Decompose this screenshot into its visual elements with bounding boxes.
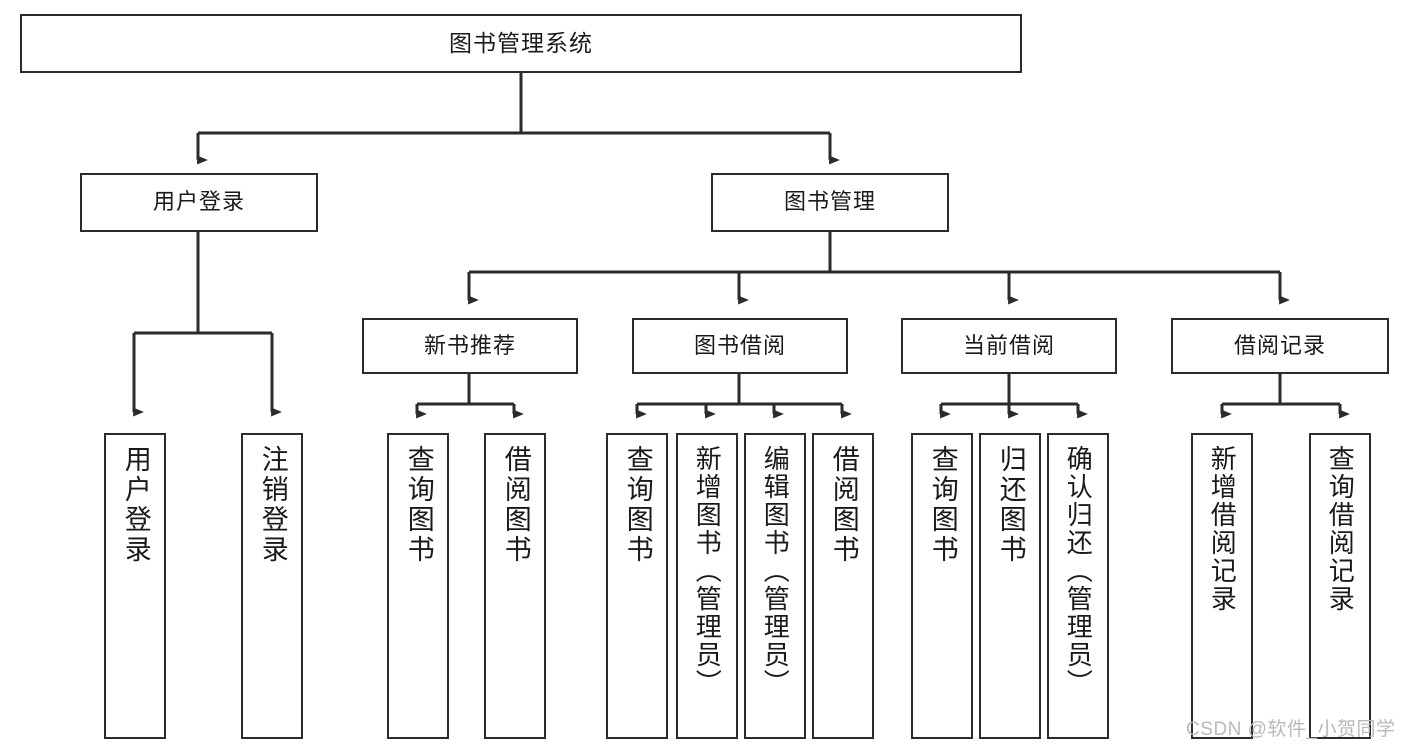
node-label: 查询图书 [622, 445, 653, 565]
node-leaf-add-book-admin[interactable]: 新增图书（管理员） [676, 433, 738, 739]
node-book-borrow[interactable]: 图书借阅 [632, 318, 848, 374]
node-label: 新增借阅记录 [1207, 445, 1238, 613]
node-label: 图书借阅 [693, 332, 786, 358]
node-label: 当前借阅 [962, 332, 1055, 358]
node-label: 编辑图书（管理员） [760, 445, 791, 697]
node-user-login[interactable]: 用户登录 [80, 173, 318, 232]
node-leaf-logout-login[interactable]: 注销登录 [241, 433, 303, 739]
node-leaf-return-book[interactable]: 归还图书 [979, 433, 1041, 739]
node-root-book-management-system[interactable]: 图书管理系统 [20, 14, 1022, 73]
node-label: 借阅图书 [500, 445, 531, 565]
node-label: 确认归还（管理员） [1063, 445, 1094, 697]
node-label: 用户登录 [152, 189, 245, 215]
node-label: 新书推荐 [423, 332, 516, 358]
node-label: 借阅图书 [828, 445, 859, 565]
node-borrow-record[interactable]: 借阅记录 [1171, 318, 1389, 374]
node-book-management[interactable]: 图书管理 [711, 173, 949, 232]
node-leaf-query-book-recommend[interactable]: 查询图书 [387, 433, 449, 739]
node-label: 归还图书 [995, 445, 1026, 565]
node-label: 借阅记录 [1233, 332, 1326, 358]
node-label: 查询借阅记录 [1325, 445, 1356, 613]
watermark: CSDN @软件_小贺同学 [1186, 719, 1396, 740]
node-leaf-borrow-book-recommend[interactable]: 借阅图书 [484, 433, 546, 739]
node-label: 注销登录 [257, 445, 288, 565]
node-leaf-user-login[interactable]: 用户登录 [104, 433, 166, 739]
node-label: 查询图书 [927, 445, 958, 565]
node-leaf-query-book-current[interactable]: 查询图书 [911, 433, 973, 739]
node-new-book-recommend[interactable]: 新书推荐 [362, 318, 578, 374]
node-leaf-confirm-return-admin[interactable]: 确认归还（管理员） [1047, 433, 1109, 739]
node-label: 图书管理系统 [449, 29, 593, 56]
node-leaf-borrow-book[interactable]: 借阅图书 [812, 433, 874, 739]
node-leaf-add-borrow-record[interactable]: 新增借阅记录 [1191, 433, 1253, 739]
node-label: 查询图书 [403, 445, 434, 565]
node-label: 图书管理 [783, 189, 876, 215]
node-label: 新增图书（管理员） [692, 445, 723, 697]
node-leaf-query-book-borrow[interactable]: 查询图书 [606, 433, 668, 739]
node-label: 用户登录 [120, 445, 151, 565]
node-current-borrow[interactable]: 当前借阅 [901, 318, 1117, 374]
node-leaf-edit-book-admin[interactable]: 编辑图书（管理员） [744, 433, 806, 739]
node-leaf-query-borrow-record[interactable]: 查询借阅记录 [1309, 433, 1371, 739]
